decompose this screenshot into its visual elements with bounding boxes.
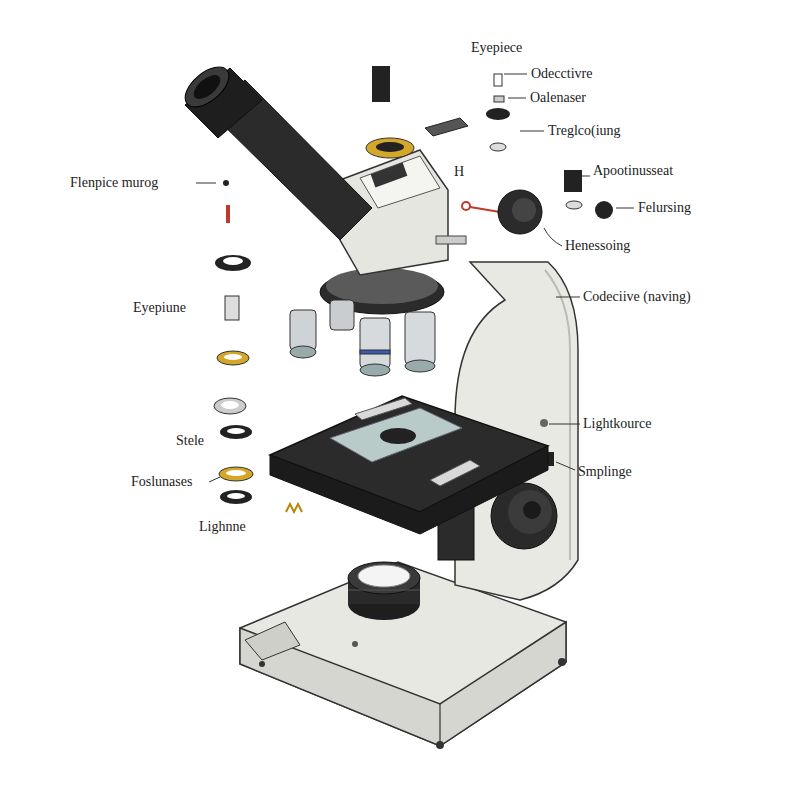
part-label: Lighnne bbox=[199, 519, 246, 535]
part-label: Flenpice murog bbox=[70, 175, 158, 191]
part-label: Odecctivre bbox=[531, 66, 592, 82]
part-label: Lightkource bbox=[583, 416, 651, 432]
part-label: Smplinge bbox=[578, 464, 632, 480]
part-label: Eyepiece bbox=[471, 40, 522, 56]
part-label: Stele bbox=[176, 433, 204, 449]
part-label: Foslunases bbox=[131, 474, 192, 490]
part-label: H bbox=[454, 164, 464, 180]
part-label: Henessoing bbox=[565, 238, 630, 254]
part-label: Felursing bbox=[638, 200, 691, 216]
part-label: Apootinusseat bbox=[593, 163, 673, 179]
part-label: Eyepiune bbox=[133, 300, 186, 316]
part-label: Oalenaser bbox=[530, 90, 586, 106]
part-label: Treglco(iung bbox=[548, 123, 621, 139]
part-label: Codeciive (naving) bbox=[583, 289, 691, 305]
